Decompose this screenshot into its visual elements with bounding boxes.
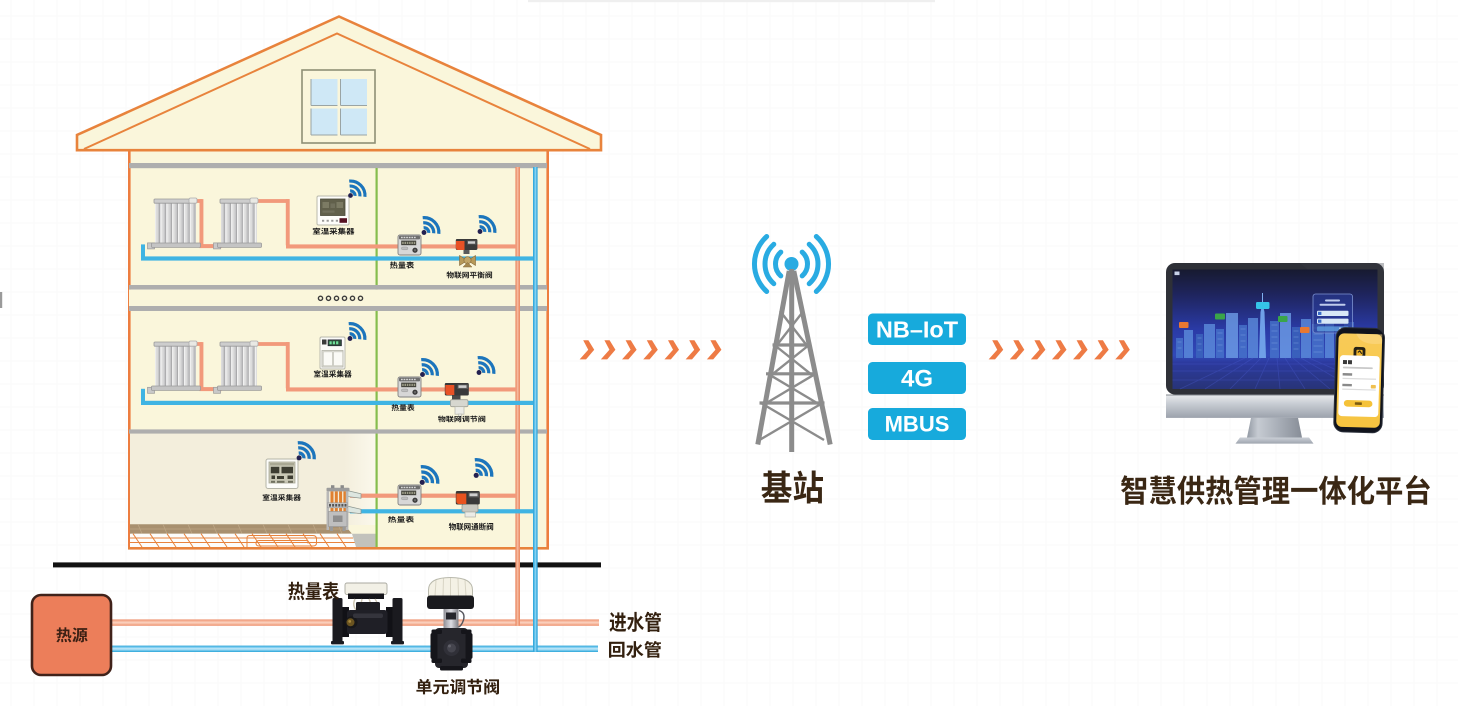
svg-text:MBUS: MBUS	[885, 412, 950, 437]
svg-text:NB–IoT: NB–IoT	[876, 316, 959, 342]
svg-text:4G: 4G	[901, 365, 933, 392]
